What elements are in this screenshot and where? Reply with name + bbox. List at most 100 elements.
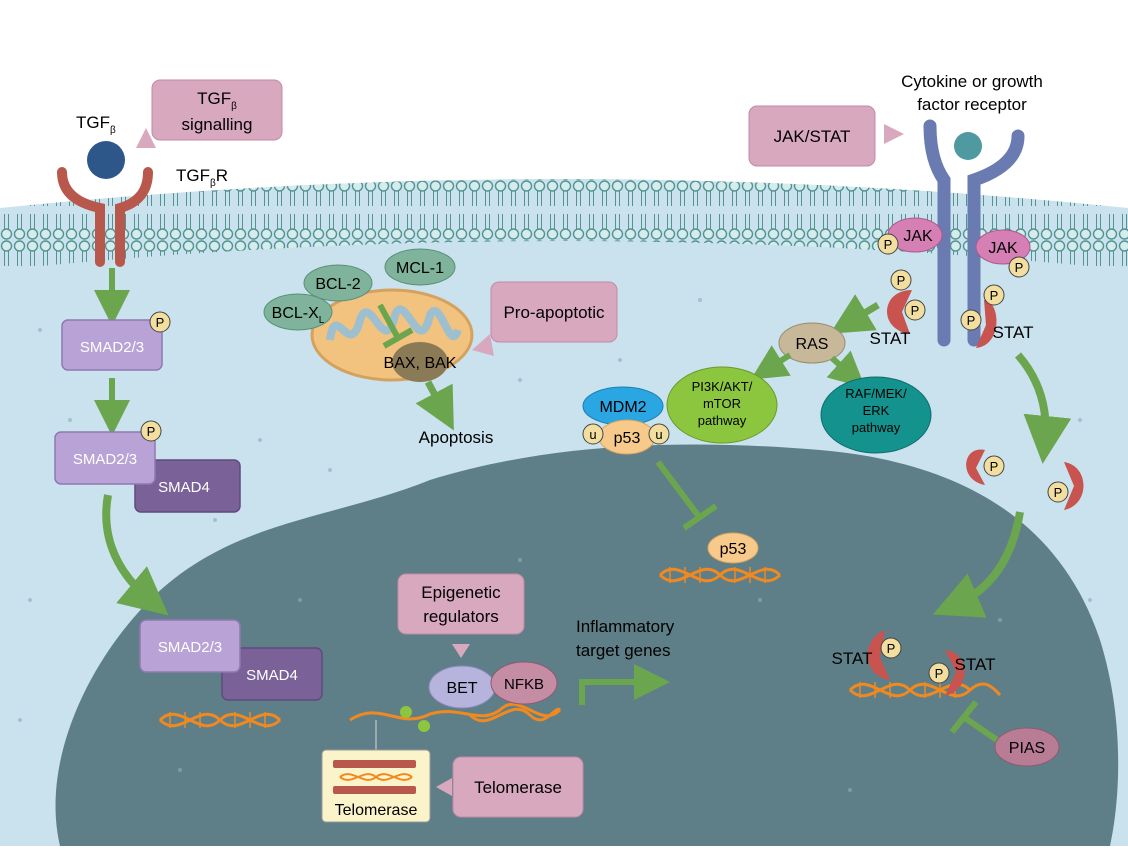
pi3k-label-2: mTOR [703, 396, 741, 411]
pias-protein [994, 727, 1060, 767]
phospho-label: P [935, 666, 944, 681]
ras-label: RAS [796, 336, 829, 353]
raf-label-3: pathway [852, 420, 901, 435]
smad4-label: SMAD4 [246, 667, 298, 684]
nucleus-dots [178, 558, 1002, 792]
smad23-label: SMAD2/3 [158, 639, 222, 656]
raf-label-2: ERK [863, 403, 890, 418]
arrow [415, 380, 454, 431]
pi3k-label: PI3K/AKT/ [692, 379, 753, 394]
dna-helix-icon [658, 567, 782, 583]
mdm2-label: MDM2 [599, 399, 646, 416]
p53-label: p53 [614, 430, 641, 447]
mcl1-protein [384, 248, 456, 286]
smad4-box [134, 459, 241, 513]
phospho-icon [1047, 481, 1069, 503]
arrow [826, 350, 866, 389]
inhibition-bar [682, 503, 718, 531]
stat-protein [886, 290, 912, 334]
stat-dna-label: STAT [955, 655, 996, 674]
smad4-box [221, 647, 323, 701]
stat-protein [1064, 462, 1084, 510]
pro-apoptotic-label: Pro-apoptotic [503, 303, 605, 322]
pi3k-label-3: pathway [698, 413, 747, 428]
smad23-label: SMAD2/3 [80, 339, 144, 356]
telomerase-box [452, 756, 584, 818]
raf-label: RAF/MEK/ [845, 386, 907, 401]
pro-apoptotic-box [490, 281, 618, 343]
phospho-icon [149, 311, 171, 333]
smad23-box [139, 619, 241, 673]
jak-label: JAK [988, 240, 1018, 257]
smad23-label: SMAD2/3 [73, 451, 137, 468]
cell-membrane [0, 179, 1128, 270]
arrow [750, 345, 792, 380]
raf-pathway [820, 376, 932, 454]
smad4-label: SMAD4 [158, 479, 210, 496]
mitochondrion-cristae [326, 305, 462, 341]
phospho-label: P [1054, 485, 1063, 500]
dna-helix-icon [158, 712, 282, 728]
pi3k-pathway [666, 366, 778, 444]
phospho-icon [140, 420, 162, 442]
phospho-label: P [990, 288, 999, 303]
bet-label: BET [446, 680, 477, 697]
phospho-label: P [884, 237, 893, 252]
arrow [829, 294, 880, 334]
nucleus [55, 444, 1119, 846]
tgfb-signalling-label-2: signalling [182, 115, 253, 134]
phospho-label: P [990, 459, 999, 474]
arrow [1014, 352, 1072, 464]
tgfb-ligand [87, 141, 125, 179]
ubiquitin-label: u [655, 427, 662, 442]
p53-dna-label: p53 [720, 541, 747, 558]
telomere-bar-icon [333, 760, 416, 768]
phospho-icon [928, 662, 950, 684]
nucleosome-icon [418, 720, 430, 732]
ubiquitin-icon [582, 423, 604, 445]
stat-dna-label: STAT [832, 649, 873, 668]
phospho-icon [877, 233, 899, 255]
phospho-label: P [887, 641, 896, 656]
nfkb-label: NFKB [504, 676, 544, 693]
stat-label: STAT [993, 323, 1034, 342]
tgfb-receptor-label: TGFβR [176, 166, 228, 189]
inflammatory-label: Inflammatory [576, 617, 675, 636]
pro-apoptotic-pointer-icon [472, 334, 494, 356]
stat-protein [945, 650, 965, 696]
tgfb-receptor [115, 167, 153, 267]
baxbak-protein [392, 342, 448, 382]
tgfb-signalling-box [151, 79, 283, 141]
epigenetic-box [397, 573, 525, 635]
ubiquitin-icon [648, 423, 670, 445]
phospho-icon [890, 269, 912, 291]
telomere-bar-icon [333, 786, 416, 794]
phospho-icon [960, 309, 982, 331]
inhibition-bar [382, 327, 414, 349]
bcl2-protein [303, 264, 373, 302]
epigenetic-label: Epigenetic [421, 583, 501, 602]
pias-label: PIAS [1009, 740, 1045, 757]
apoptosis-label: Apoptosis [419, 428, 494, 447]
telomerase-label: Telomerase [474, 778, 562, 797]
cytokine-ligand [954, 132, 982, 160]
tgfb-pointer-icon [136, 128, 156, 148]
tgfb-receptor [57, 167, 105, 267]
telomerase-inset-label: Telomerase [335, 802, 418, 819]
jak-protein [975, 229, 1031, 265]
dna-helix-icon [339, 773, 413, 781]
nfkb-protein [490, 661, 558, 705]
phospho-icon [880, 637, 902, 659]
cytokine-receptor [967, 129, 1025, 347]
bclxl-protein [263, 293, 333, 331]
cytokine-receptor [923, 119, 951, 347]
ubiquitin-label: u [589, 427, 596, 442]
phospho-label: P [967, 313, 976, 328]
epigenetic-pointer-icon [452, 644, 470, 658]
inhibition-line [377, 303, 401, 340]
bcl2-label: BCL-2 [315, 276, 360, 293]
smad23-box [54, 431, 156, 485]
bclxl-label: BCL-XL [272, 305, 325, 326]
